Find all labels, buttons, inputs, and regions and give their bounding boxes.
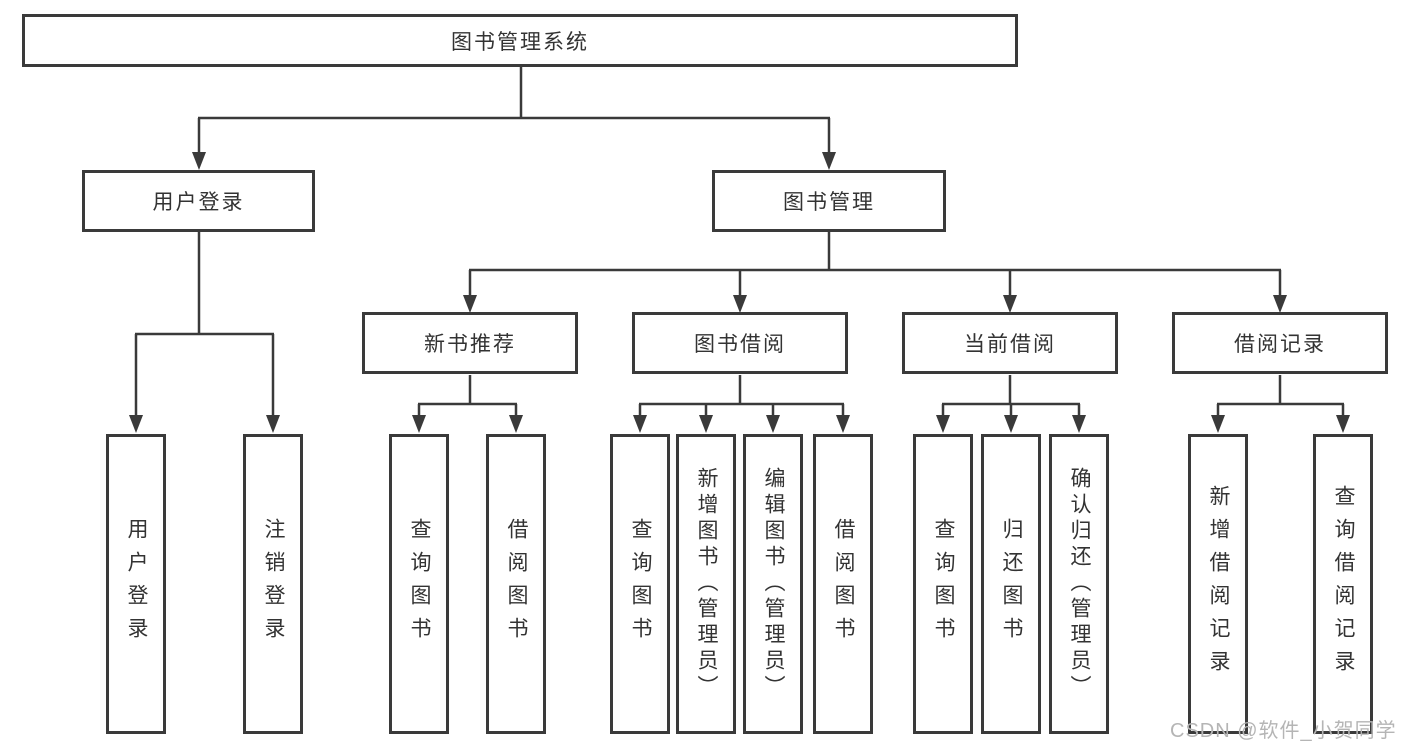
leaf-label: 查询图书 xyxy=(932,518,955,650)
leaf-borrow-books-recommend: 借阅图书 xyxy=(486,434,546,734)
leaf-return-books: 归还图书 xyxy=(981,434,1041,734)
node-borrowing-records: 借阅记录 xyxy=(1172,312,1388,374)
leaf-confirm-return-admin: 确认归还（管理员） xyxy=(1049,434,1109,734)
leaf-label: 借阅图书 xyxy=(505,518,528,650)
leaf-label: 注销登录 xyxy=(262,518,285,650)
leaf-user-login: 用户登录 xyxy=(106,434,166,734)
node-book-management: 图书管理 xyxy=(712,170,946,232)
leaf-query-borrow-record: 查询借阅记录 xyxy=(1313,434,1373,734)
leaf-edit-books-admin: 编辑图书（管理员） xyxy=(743,434,803,734)
leaf-label: 查询图书 xyxy=(408,518,431,650)
node-current-borrowing: 当前借阅 xyxy=(902,312,1118,374)
node-label: 图书借阅 xyxy=(694,333,786,356)
leaf-borrow-books: 借阅图书 xyxy=(813,434,873,734)
leaf-query-books-recommend: 查询图书 xyxy=(389,434,449,734)
leaf-label: 确认归还（管理员） xyxy=(1068,467,1091,701)
node-new-book-recommendation: 新书推荐 xyxy=(362,312,578,374)
node-label: 借阅记录 xyxy=(1234,333,1326,356)
leaf-logout: 注销登录 xyxy=(243,434,303,734)
node-label: 当前借阅 xyxy=(964,333,1056,356)
node-book-borrowing: 图书借阅 xyxy=(632,312,848,374)
leaf-label: 编辑图书（管理员） xyxy=(762,467,785,701)
leaf-label: 查询图书 xyxy=(629,518,652,650)
leaf-query-books-borrowing: 查询图书 xyxy=(610,434,670,734)
leaf-add-books-admin: 新增图书（管理员） xyxy=(676,434,736,734)
node-library-management-system: 图书管理系统 xyxy=(22,14,1018,67)
leaf-label: 用户登录 xyxy=(125,518,148,650)
leaf-label: 新增图书（管理员） xyxy=(695,467,718,701)
leaf-query-books-current: 查询图书 xyxy=(913,434,973,734)
arrowheads xyxy=(129,152,1350,433)
csdn-watermark: CSDN @软件_小贺同学 xyxy=(1170,720,1397,742)
leaf-add-borrow-record: 新增借阅记录 xyxy=(1188,434,1248,734)
node-label: 用户登录 xyxy=(152,191,245,214)
leaf-label: 新增借阅记录 xyxy=(1207,485,1230,683)
node-label: 新书推荐 xyxy=(424,333,516,356)
node-user-login: 用户登录 xyxy=(82,170,315,232)
node-label: 图书管理系统 xyxy=(451,30,589,54)
leaf-label: 借阅图书 xyxy=(832,518,855,650)
leaf-label: 查询借阅记录 xyxy=(1332,485,1355,683)
node-label: 图书管理 xyxy=(783,191,875,214)
leaf-label: 归还图书 xyxy=(1000,518,1023,650)
